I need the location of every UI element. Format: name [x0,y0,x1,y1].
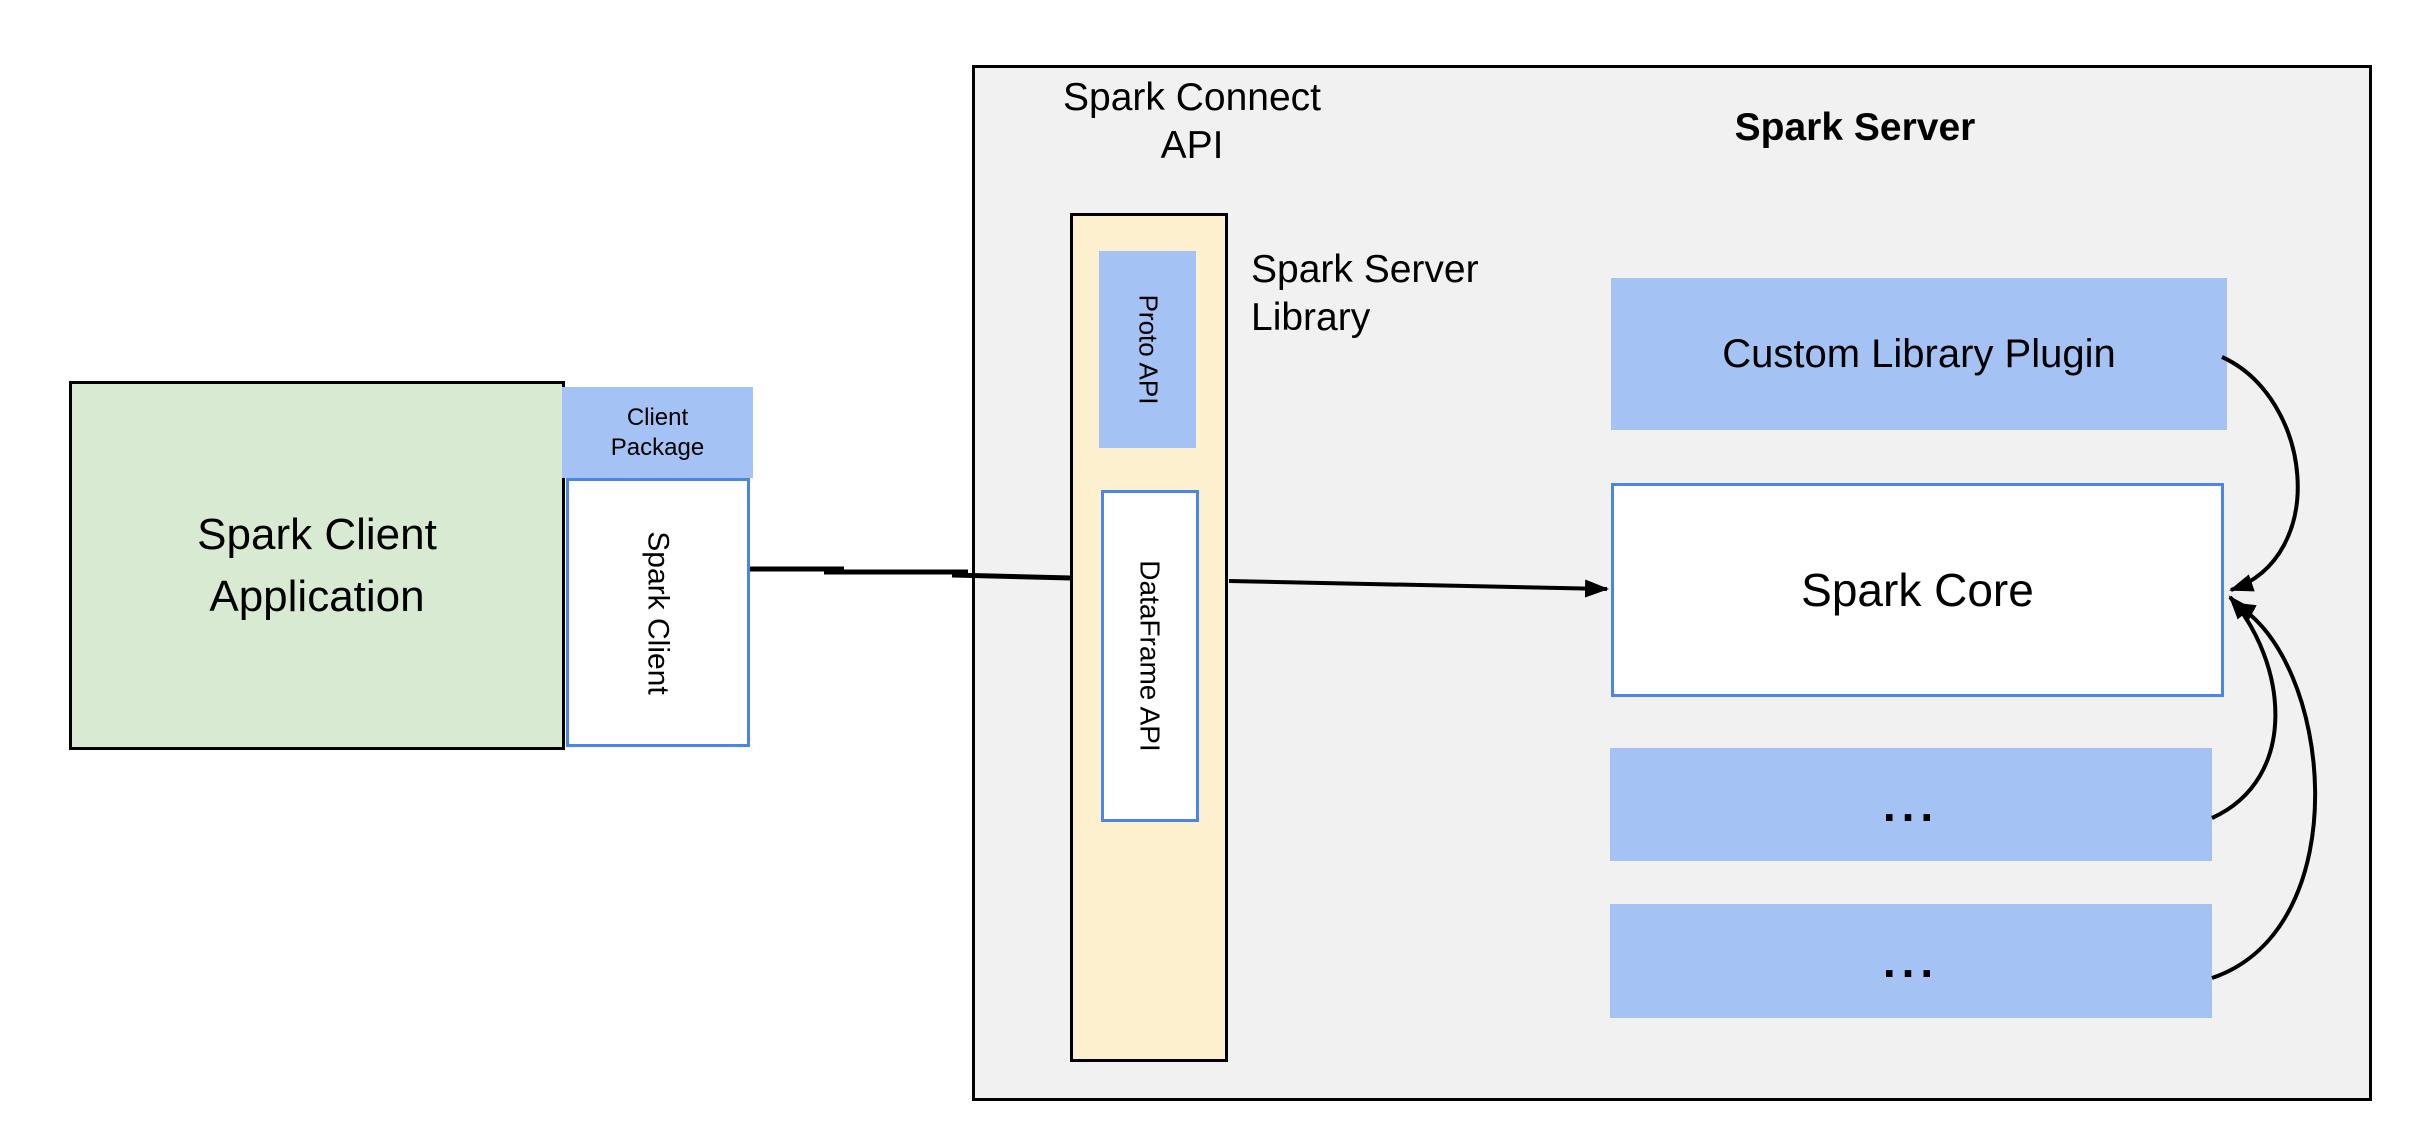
dataframe-api-box: DataFrame API [1101,490,1199,822]
spark-client-box: Spark Client [566,478,750,747]
dataframe-api-label: DataFrame API [1135,560,1166,752]
spark-connect-api-label: Spark Connect API [1063,76,1321,167]
spark-client-application-label: Spark Client Application [197,509,437,621]
plugin-placeholder-box-1: ... [1610,748,2212,861]
spark-server-library-label: Spark Server Library [1251,248,1479,339]
spark-client-label: Spark Client [642,530,675,695]
custom-library-plugin-box: Custom Library Plugin [1611,278,2227,430]
client-package-box: Client Package [562,387,753,478]
spark-server-title: Spark Server [1734,106,1976,149]
spark-client-application-box: Spark Client Application [69,381,565,750]
proto-api-box: Proto API [1099,251,1196,448]
plugin-placeholder-box-2: ... [1610,904,2212,1018]
proto-api-label: Proto API [1133,294,1163,405]
client-package-label: Client Package [610,403,705,461]
spark-core-box: Spark Core [1611,483,2224,697]
